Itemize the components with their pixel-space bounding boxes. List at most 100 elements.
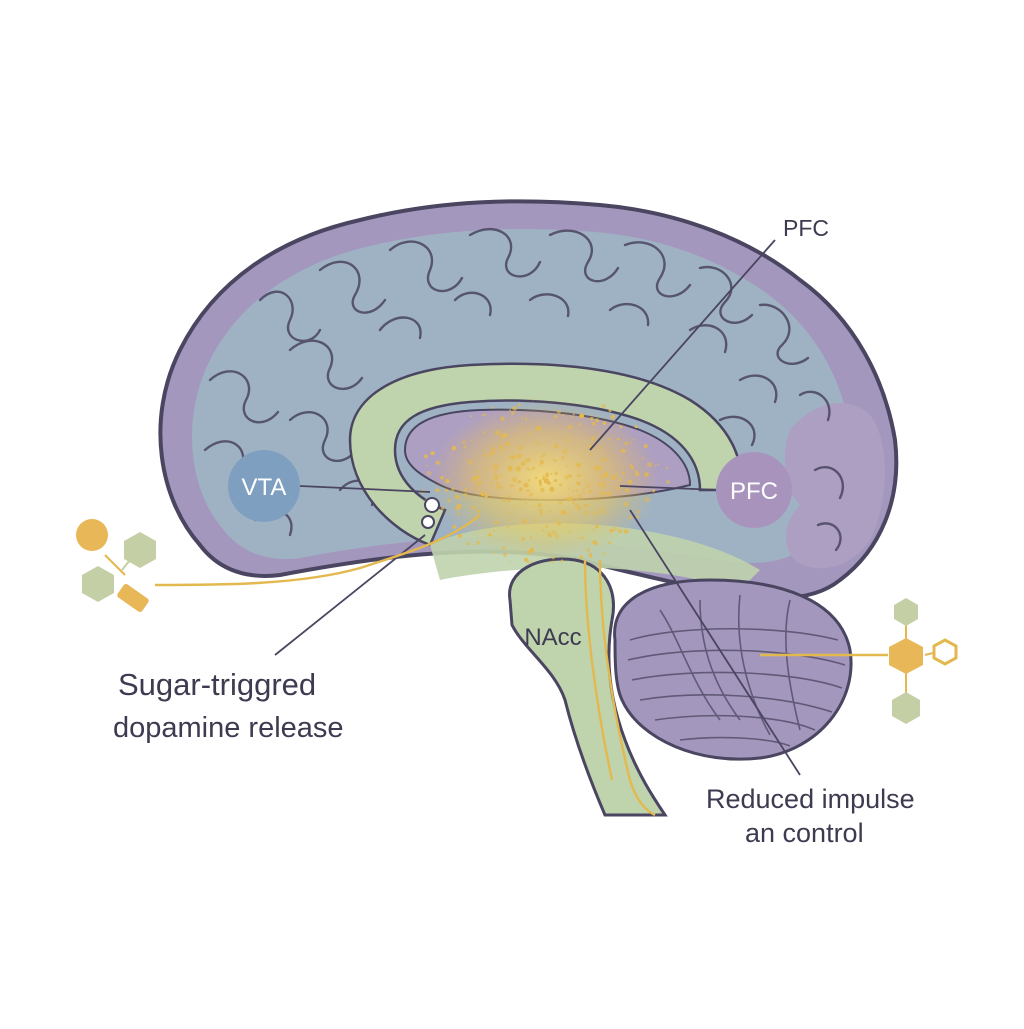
dopamine-particle: [557, 500, 563, 505]
dopamine-particle: [517, 480, 522, 484]
dopamine-particle: [646, 462, 652, 468]
dopamine-particle: [595, 499, 598, 502]
dopamine-particle: [601, 403, 606, 409]
dopamine-particle: [566, 497, 569, 500]
dopamine-particle: [553, 519, 557, 522]
dopamine-particle: [463, 487, 468, 492]
dopamine-particle: [542, 529, 545, 532]
dopamine-particle: [551, 458, 554, 461]
dopamine-particle: [540, 455, 543, 458]
dopamine-particle: [584, 510, 590, 515]
dopamine-particle: [597, 482, 602, 487]
dopamine-particle: [619, 425, 623, 429]
dopamine-particle: [451, 487, 455, 491]
dopamine-particle: [494, 430, 500, 436]
dopamine-particle: [493, 475, 499, 480]
dopamine-particle: [513, 503, 516, 506]
dopamine-particle: [645, 515, 648, 518]
dopamine-particle: [507, 526, 510, 528]
dopamine-particle: [481, 414, 484, 417]
dopamine-particle: [483, 454, 486, 457]
dopamine-particle: [601, 480, 606, 485]
dopamine-particle: [491, 497, 494, 500]
dopamine-particle: [561, 456, 565, 460]
dopamine-particle: [630, 441, 633, 444]
dopamine-particle: [507, 495, 511, 499]
dopamine-particle: [621, 448, 626, 453]
dopamine-particle: [539, 485, 541, 487]
dopamine-particle: [562, 448, 568, 454]
dopamine-particle: [577, 494, 582, 499]
dopamine-particle: [480, 491, 485, 497]
dopamine-particle: [435, 461, 439, 465]
dopamine-particle: [565, 513, 568, 515]
dopamine-particle: [501, 546, 506, 550]
dopamine-particle: [440, 476, 444, 480]
dopamine-particle: [588, 552, 593, 558]
dopamine-particle: [557, 521, 562, 526]
dopamine-particle: [493, 464, 499, 469]
dopamine-particle: [601, 457, 607, 462]
dopamine-particle: [568, 496, 573, 502]
dopamine-particle: [529, 492, 534, 497]
dopamine-particle: [483, 413, 486, 416]
cortex-folds: [203, 227, 845, 552]
dopamine-particle: [520, 416, 523, 419]
dopamine-particle: [572, 496, 576, 500]
dopamine-particle: [537, 503, 542, 508]
dopamine-particle: [508, 511, 511, 514]
dopamine-particle: [633, 438, 635, 441]
dopamine-particle: [526, 489, 530, 493]
dopamine-particle: [435, 488, 440, 493]
dopamine-particle: [624, 441, 629, 446]
dopamine-particle: [541, 453, 546, 458]
dopamine-particle: [526, 484, 529, 487]
dopamine-particle: [560, 509, 566, 515]
dopamine-particle: [572, 500, 576, 505]
dopamine-particle: [490, 450, 495, 456]
dopamine-particle: [503, 552, 507, 557]
dopamine-particle: [474, 487, 478, 491]
dopamine-particle: [518, 488, 522, 492]
dopamine-particle: [483, 431, 486, 434]
dopamine-particle: [610, 414, 616, 420]
dopamine-particle: [470, 439, 473, 442]
dopamine-particle: [473, 506, 476, 509]
dopamine-particle: [493, 529, 496, 532]
dopamine-particle: [567, 487, 570, 490]
dopamine-particle: [565, 465, 568, 468]
dopamine-particle: [644, 472, 649, 477]
dopamine-particle: [568, 474, 572, 478]
dopamine-particle: [488, 533, 492, 537]
dopamine-particle: [583, 491, 586, 494]
dopamine-particle: [578, 422, 582, 427]
dopamine-particle: [488, 467, 491, 470]
dopamine-particle: [603, 510, 607, 515]
dopamine-particle: [666, 466, 669, 470]
dopamine-particle: [567, 424, 573, 430]
sugar-label-line2: dopamine release: [113, 712, 344, 744]
dopamine-particle: [588, 489, 592, 494]
dopamine-particle: [494, 451, 497, 454]
dopamine-particle: [423, 454, 428, 459]
dopamine-particle: [652, 489, 656, 493]
dopamine-particle: [505, 441, 510, 447]
dopamine-particle: [524, 502, 527, 505]
dopamine-particle: [571, 416, 574, 418]
dopamine-particle: [518, 445, 523, 450]
dopamine-particle: [445, 478, 450, 484]
dopamine-particle: [616, 486, 622, 491]
dopamine-particle: [572, 413, 575, 416]
dopamine-particle: [625, 488, 630, 493]
dopamine-particle: [599, 495, 602, 498]
dopamine-particle: [624, 529, 629, 534]
dopamine-particle: [568, 530, 571, 534]
pfc-top-label: PFC: [783, 215, 829, 241]
vta-label: VTA: [242, 474, 287, 501]
dopamine-particle: [619, 478, 623, 482]
dopamine-particle: [627, 479, 633, 485]
dopamine-particle: [531, 561, 534, 563]
dopamine-particle: [512, 477, 517, 483]
dopamine-particle: [576, 481, 581, 486]
